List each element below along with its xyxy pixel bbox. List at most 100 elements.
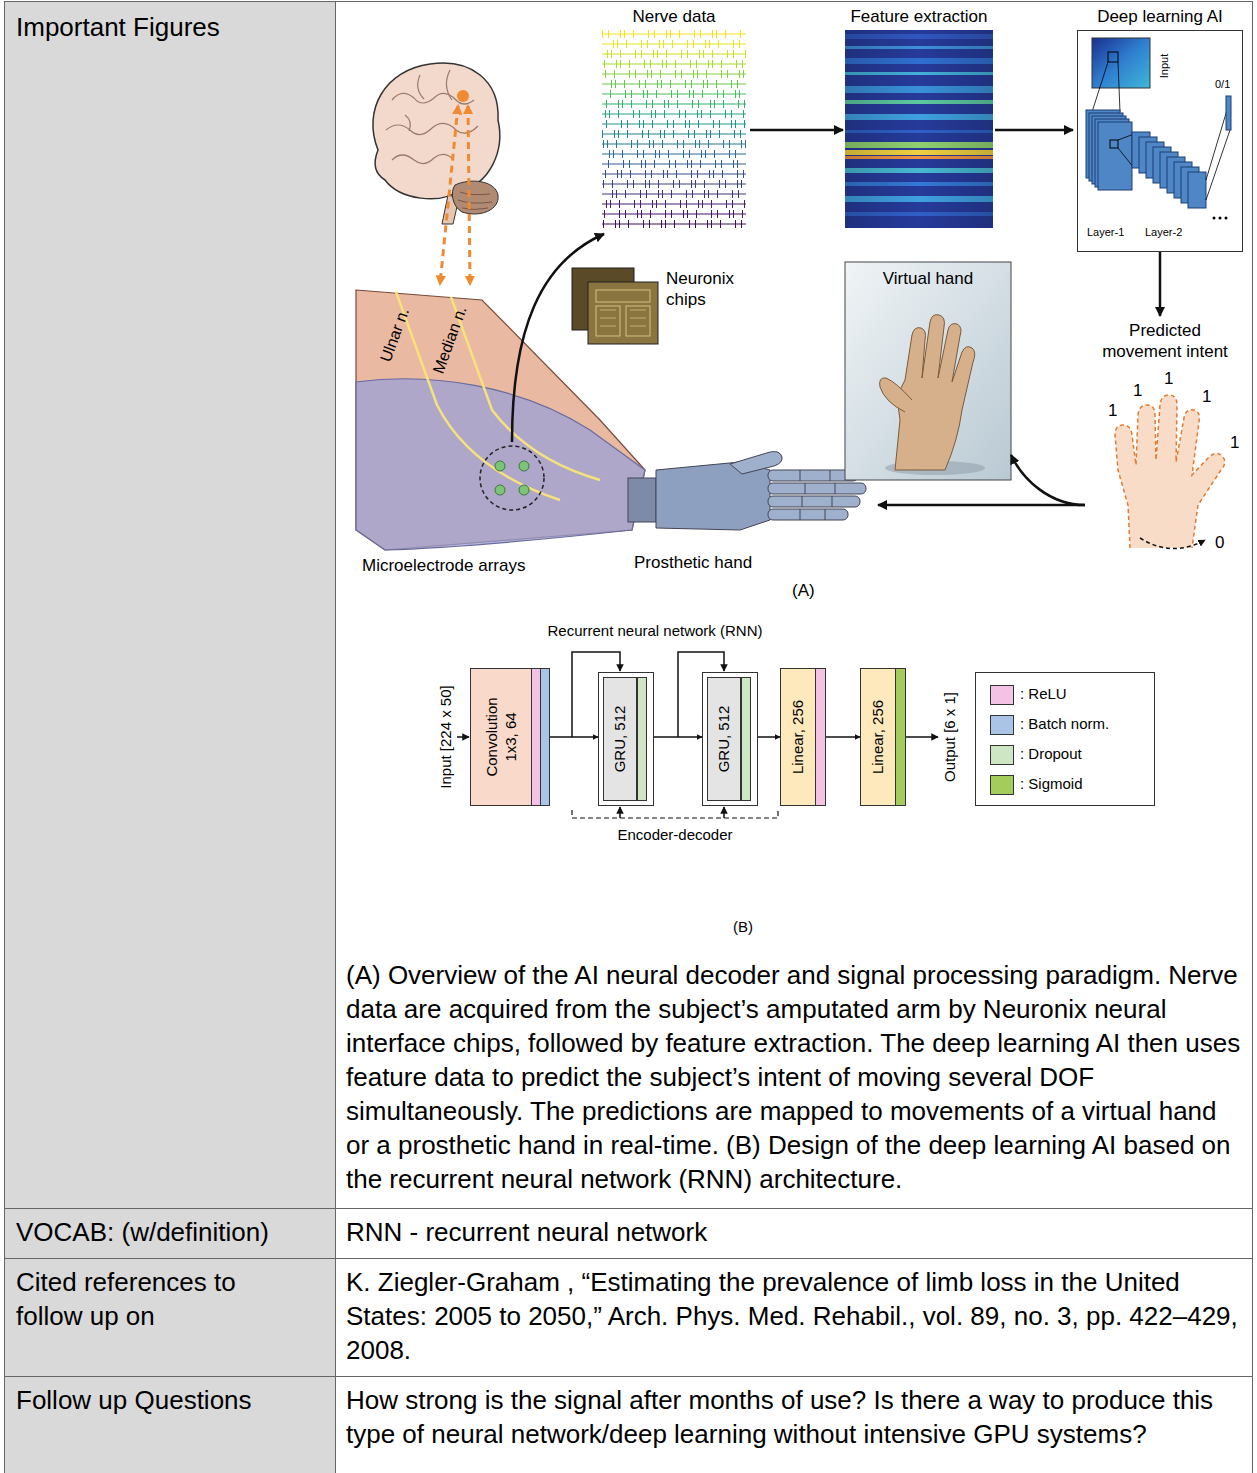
nerve-signal-plot — [602, 94, 746, 95]
legend-swatch — [990, 745, 1014, 765]
prosthetic-hand-drawing — [768, 509, 848, 520]
layer-label: Layer-2 — [1145, 226, 1182, 240]
flow-arrow — [1011, 455, 1085, 505]
nerve-signal-plot — [602, 204, 746, 205]
row-heading: Cited references to follow up on — [16, 1265, 271, 1333]
prosthetic-hand: Prosthetic hand — [626, 448, 878, 576]
chip-image — [596, 290, 650, 302]
finger-value: 1 — [1202, 386, 1211, 407]
rnn-wires — [619, 807, 621, 818]
virtual-hand-image — [880, 378, 912, 412]
legend-swatch — [990, 775, 1014, 795]
prosthetic-hand-drawing — [800, 470, 835, 520]
legend-label: : Batch norm. — [1020, 715, 1109, 734]
figure-caption: (A) Overview of the AI neural decoder an… — [346, 958, 1241, 1196]
finger-value: 1 — [1133, 380, 1142, 401]
block-title: Recurrent neural network (RNN) — [520, 622, 790, 641]
network-drawing — [1108, 52, 1118, 62]
rnn-wires — [457, 736, 469, 738]
signal-panel: Nerve data — [598, 4, 750, 236]
arm — [495, 485, 505, 495]
network-drawing — [1188, 172, 1206, 208]
network-drawing — [1092, 38, 1150, 88]
brain — [386, 123, 478, 134]
layer-label: Input — [1158, 54, 1172, 78]
nerve-signal-plot — [602, 84, 746, 85]
intent-hand-outline — [1140, 538, 1205, 549]
prosthetic-hand-drawing — [628, 478, 656, 522]
network-drawing — [1086, 38, 1231, 220]
row-rule — [4, 1376, 1253, 1377]
flow-arrow — [550, 736, 598, 738]
flow-arrow — [995, 129, 1073, 132]
relu-band — [531, 669, 540, 805]
header-column — [4, 1, 335, 1473]
finger-value: 1 — [1108, 400, 1117, 421]
feature-heatmap — [845, 30, 993, 228]
flow-arrow — [878, 504, 1085, 507]
arm — [495, 461, 505, 471]
part-label: Prosthetic hand — [634, 552, 752, 573]
brain — [468, 106, 470, 284]
flow-arrow — [758, 736, 780, 738]
finger-value: 1 — [1230, 432, 1239, 453]
virtual-hand-image — [845, 262, 1011, 480]
intent-hand: Predicted movement intent111110 — [1085, 316, 1245, 560]
sigmoid-band — [895, 669, 905, 805]
gru-block: GRU, 512 — [702, 672, 758, 806]
flow-arrow — [826, 736, 860, 738]
nerve-signal-plot — [602, 44, 746, 45]
network-panel: Deep learning AIInput0/1Layer-1Layer-2 — [1073, 4, 1247, 252]
network-drawing — [1213, 217, 1216, 220]
brain — [452, 181, 498, 214]
block-label: Linear, 256 — [789, 700, 808, 774]
network-drawing — [1092, 62, 1120, 112]
legend-label: : ReLU — [1020, 685, 1067, 704]
virtual-hand-image — [845, 262, 1011, 480]
block-label: GRU, 512 — [611, 706, 630, 773]
panel-title: Feature extraction — [843, 6, 995, 27]
arm — [480, 446, 544, 510]
brain — [373, 63, 500, 284]
cell-text: How strong is the signal after months of… — [346, 1383, 1241, 1451]
network-drawing — [1225, 217, 1228, 220]
dropout-band — [637, 677, 647, 801]
nerve-signal-plot — [602, 214, 746, 215]
block-label: Convolution 1x3, 64 — [483, 682, 521, 792]
nerve-signal-plot — [602, 164, 746, 165]
rnn-wires — [723, 807, 725, 818]
block-label: GRU, 512 — [715, 706, 734, 773]
nerve-signal-plot — [602, 194, 746, 195]
nerve-signal-plot — [602, 144, 746, 145]
layer-label: Layer-1 — [1087, 226, 1124, 240]
nerve-signal-plot — [602, 104, 746, 105]
brain — [392, 154, 454, 163]
nerve-signal-plot — [602, 54, 746, 55]
prosthetic-hand-drawing — [656, 462, 770, 530]
prosthetic-hand-drawing — [768, 483, 866, 494]
cell-text: RNN - recurrent neural network — [346, 1215, 1241, 1249]
prosthetic-hand-drawing — [628, 452, 866, 530]
virtual-hand-image — [895, 315, 975, 470]
feature-heatmap — [845, 30, 993, 228]
linear-block: Linear, 256 — [860, 668, 906, 806]
virtual-hand-panel: Virtual hand — [845, 262, 1011, 480]
nerve-signal-plot — [602, 34, 746, 224]
batchnorm-band — [540, 669, 549, 805]
nerve-signal-plot — [602, 174, 746, 175]
panel-title: Virtual hand — [845, 268, 1011, 289]
arm — [356, 234, 645, 550]
row-rule — [4, 1208, 1253, 1209]
feature-heatmap — [845, 30, 993, 228]
legend-box: : ReLU: Batch norm.: Dropout: Sigmoid — [975, 672, 1155, 806]
legend-label: : Dropout — [1020, 745, 1082, 764]
row-heading: Follow up Questions — [16, 1383, 326, 1417]
block-label: Linear, 256 — [869, 700, 888, 774]
gru-block: GRU, 512 — [598, 672, 654, 806]
brain — [405, 70, 452, 131]
chip-image — [572, 268, 658, 344]
chip-image — [588, 282, 658, 344]
rnn-wires — [906, 736, 938, 738]
conv-block: Convolution 1x3, 64 — [470, 668, 550, 806]
